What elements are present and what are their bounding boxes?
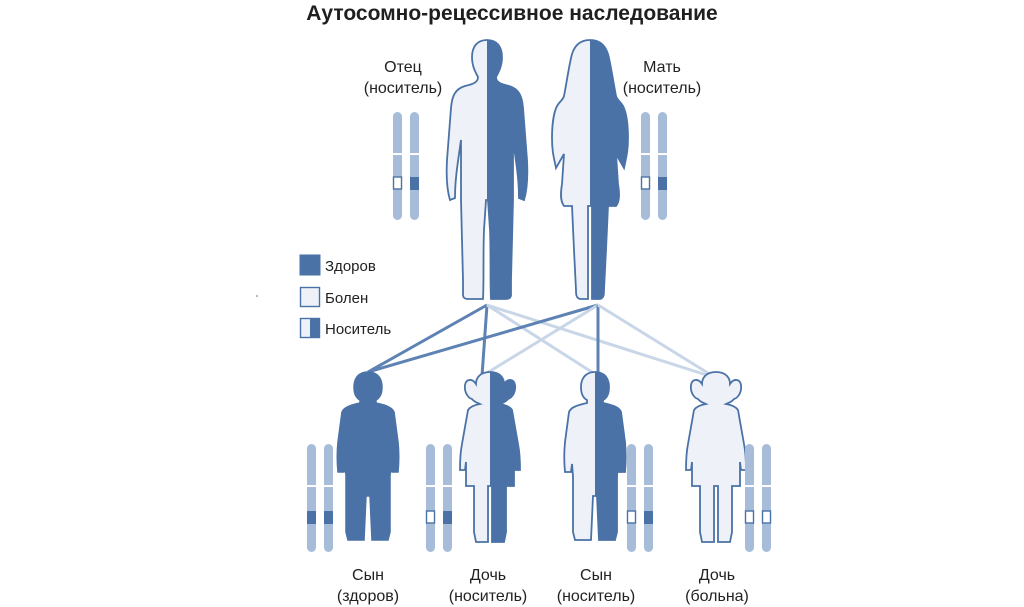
inheritance-line (486, 303, 717, 380)
child-4-status: (больна) (685, 588, 749, 605)
child-1-name: Сын (352, 567, 384, 584)
child-3-name: Сын (580, 567, 612, 584)
chromosome (745, 444, 754, 552)
allele-dominant (307, 511, 316, 524)
chromosome (324, 444, 333, 552)
woman-silhouette-icon (551, 39, 629, 300)
legend-carrier-label: Носитель (325, 321, 392, 338)
child-1-label: Сын (здоров) (318, 565, 418, 607)
man-silhouette-icon (445, 39, 529, 300)
inheritance-line (481, 303, 599, 378)
chromosome (627, 444, 636, 552)
allele-recessive (626, 510, 637, 524)
allele-recessive (744, 510, 755, 524)
boy-silhouette-icon (336, 371, 400, 541)
figures (336, 39, 747, 543)
chromosome (443, 444, 452, 552)
chromosome (307, 444, 316, 552)
father-status: (носитель) (363, 80, 443, 97)
legend-healthy-label: Здоров (325, 258, 376, 275)
inheritance-lines (367, 303, 717, 380)
chromosome-pairs (306, 112, 772, 552)
legend-affected-swatch (299, 286, 321, 308)
child-4-name: Дочь (698, 567, 736, 584)
chromosome (393, 112, 402, 220)
child-3-status: (носитель) (556, 588, 636, 605)
chromosome (658, 112, 667, 220)
legend-affected-label: Болен (325, 290, 369, 307)
mother-status: (носитель) (622, 80, 702, 97)
father-label: Отец (носитель) (348, 57, 458, 99)
mother-label: Мать (носитель) (607, 57, 717, 99)
child-1-status: (здоров) (336, 588, 400, 605)
allele-dominant (443, 511, 452, 524)
legend (299, 254, 321, 339)
legend-healthy-swatch (299, 254, 321, 276)
chromosome (641, 112, 650, 220)
allele-recessive (640, 176, 651, 190)
allele-dominant (644, 511, 653, 524)
child-4-label: Дочь (больна) (667, 565, 767, 607)
mother-name: Мать (643, 59, 681, 76)
inheritance-line (597, 303, 717, 380)
stray-dot (256, 295, 258, 297)
inheritance-line (367, 303, 488, 374)
allele-recessive (761, 510, 772, 524)
inheritance-line (480, 304, 489, 377)
boy-silhouette-icon (563, 371, 627, 541)
allele-recessive (392, 176, 403, 190)
girl-silhouette-icon (459, 371, 521, 543)
diagram-title: Аутосомно-рецессивное наследование (306, 2, 718, 25)
chromosome (644, 444, 653, 552)
legend-carrier-swatch (299, 317, 321, 339)
child-2-status: (носитель) (448, 588, 528, 605)
allele-dominant (658, 177, 667, 190)
allele-dominant (410, 177, 419, 190)
child-2-label: Дочь (носитель) (438, 565, 538, 607)
chromosome (426, 444, 435, 552)
chromosome (762, 444, 771, 552)
allele-recessive (425, 510, 436, 524)
chromosome (410, 112, 419, 220)
father-name: Отец (384, 59, 422, 76)
child-2-name: Дочь (469, 567, 507, 584)
girl-silhouette-icon (685, 371, 747, 543)
allele-dominant (324, 511, 333, 524)
inheritance-line (367, 303, 599, 374)
child-3-label: Сын (носитель) (546, 565, 646, 607)
